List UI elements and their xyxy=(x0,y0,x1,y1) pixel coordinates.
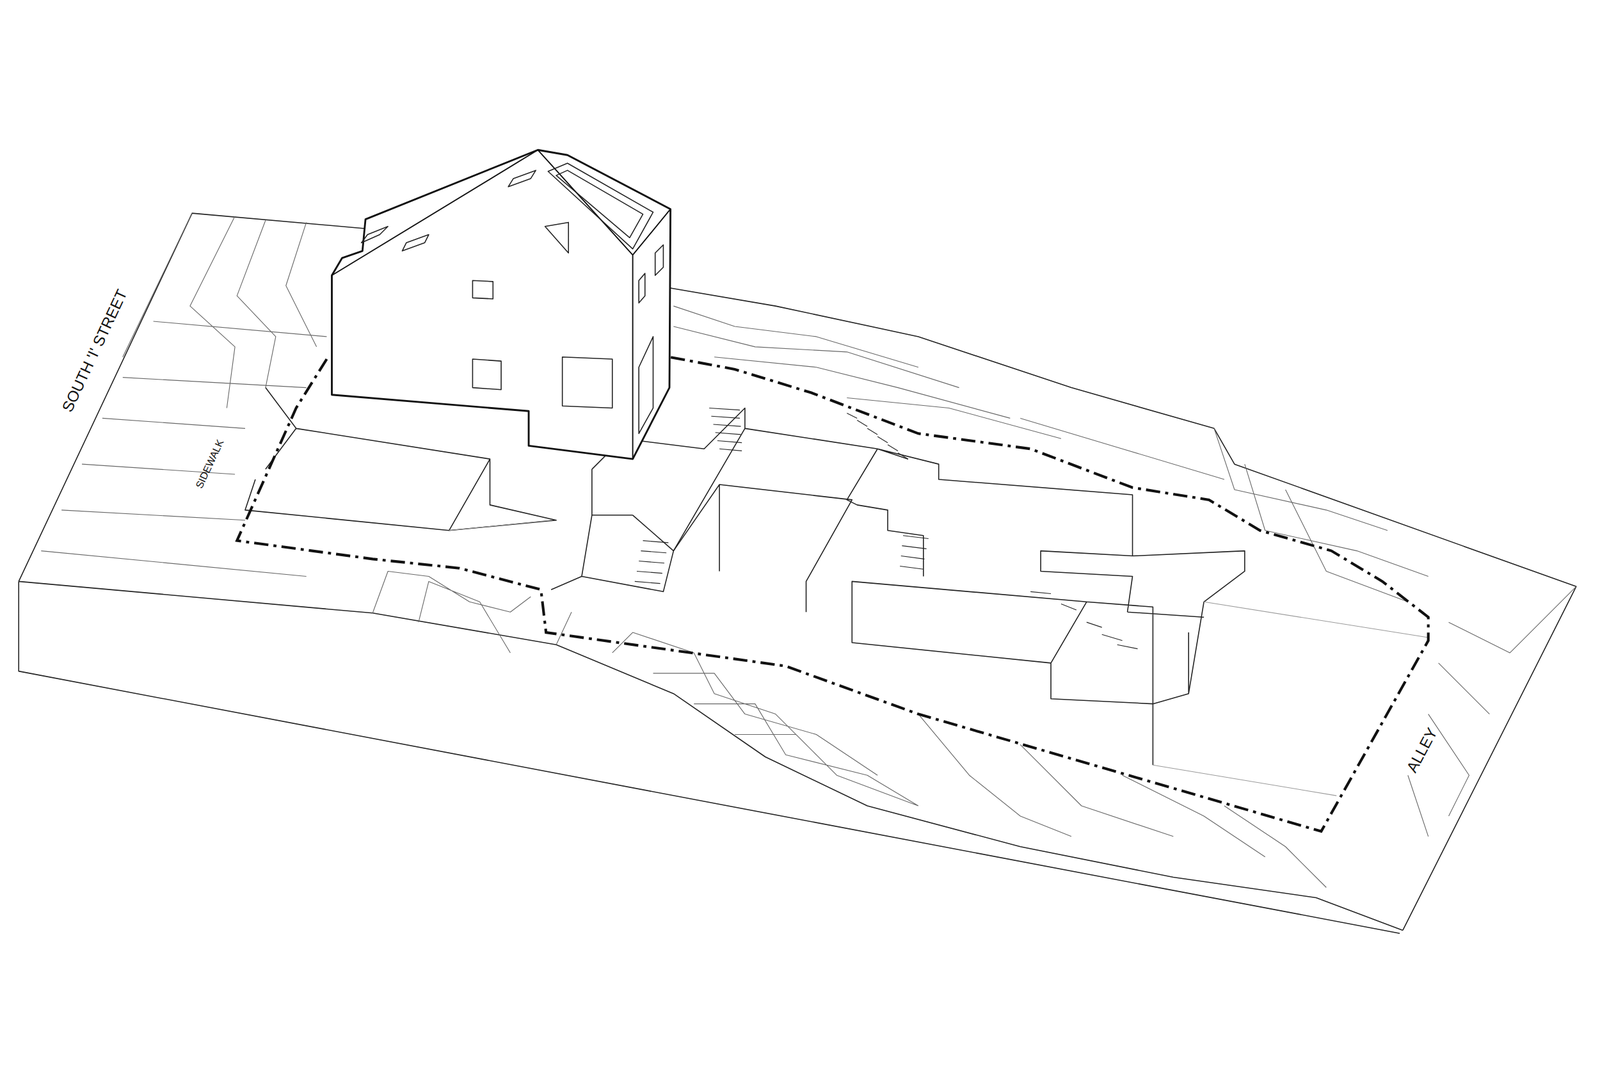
alley-label: ALLEY xyxy=(1404,725,1440,775)
street-name: SOUTH 'I' STREET xyxy=(59,287,130,415)
site-block xyxy=(18,213,1577,934)
terrace xyxy=(673,484,852,612)
sidewalk-label: SIDEWALK xyxy=(193,437,226,490)
house xyxy=(331,149,671,459)
property-line xyxy=(236,357,1428,832)
terrace xyxy=(744,428,1245,765)
